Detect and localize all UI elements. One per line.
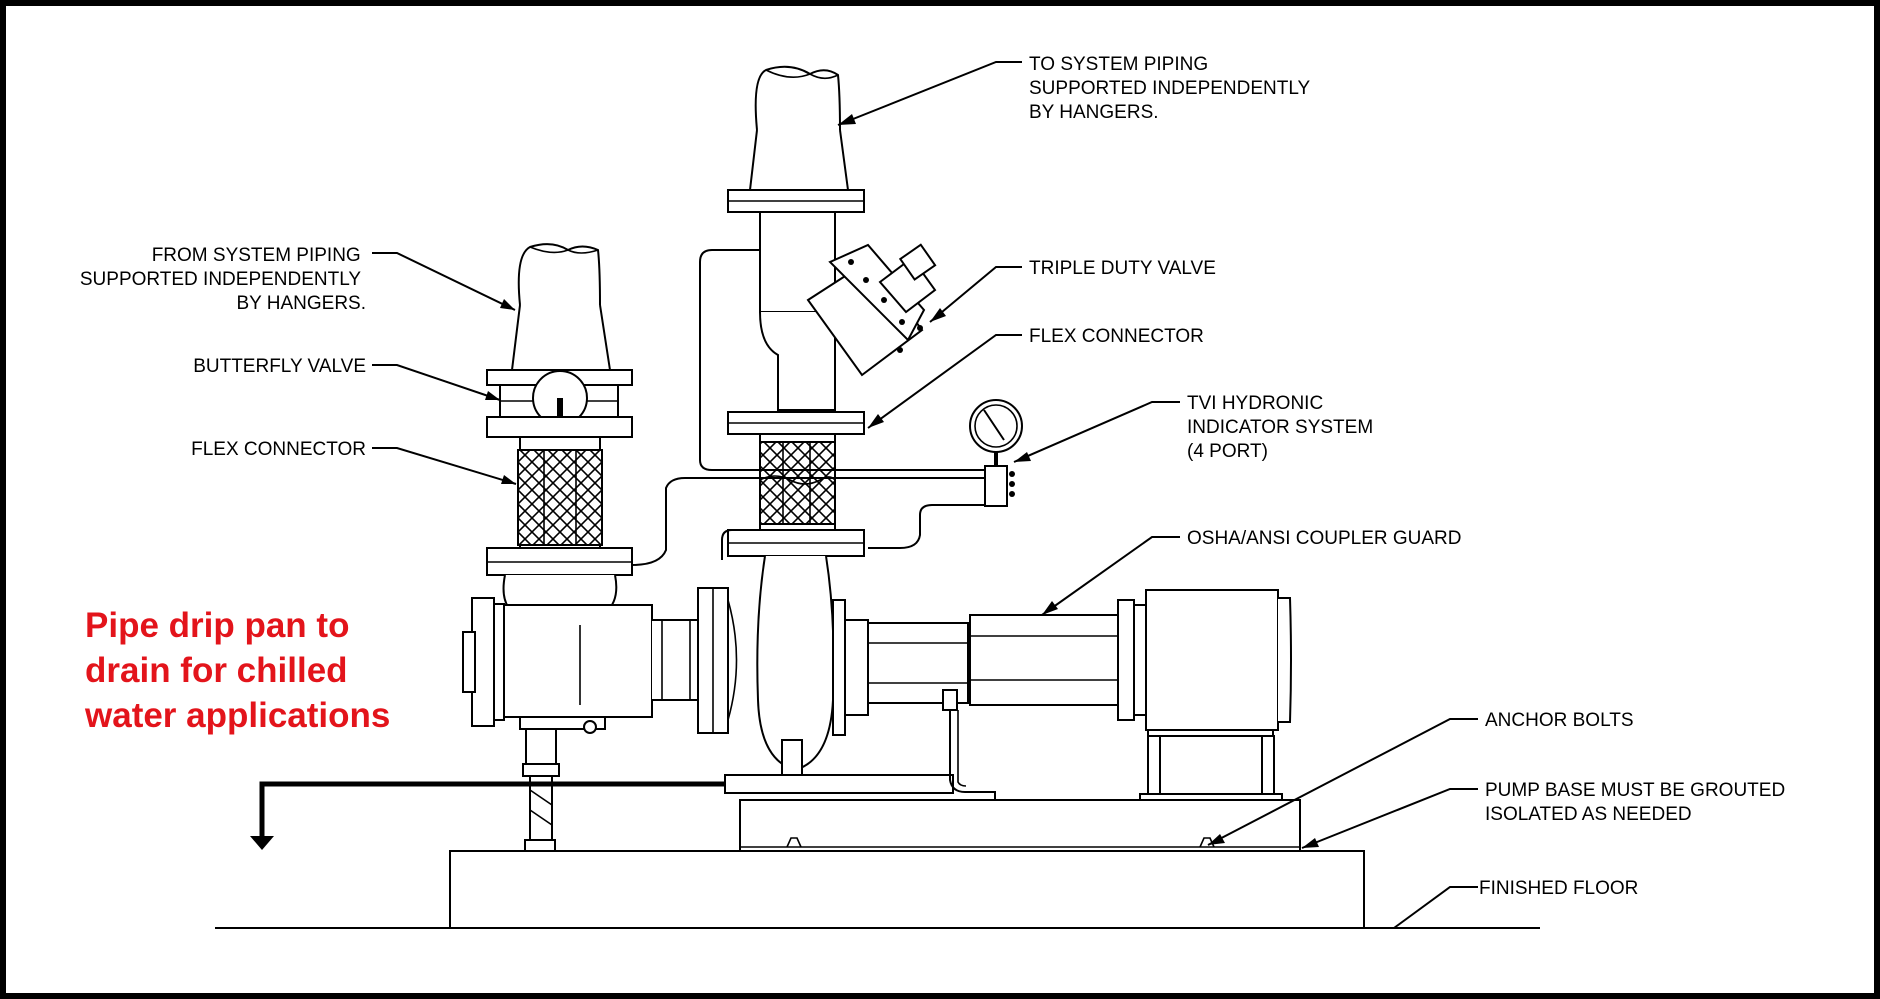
leader-to-system-piping [837,61,1022,126]
leader-hydronic-indicator [1013,401,1180,463]
leader-anchor-bolts [1207,718,1478,846]
label-tvi-hydronic: TVI HYDRONIC INDICATOR SYSTEM (4 PORT) [1187,393,1378,462]
leader-from-system-piping [372,252,516,311]
pump-and-motor [697,555,1292,801]
leader-coupler-guard [1041,536,1180,616]
drip-pan-tray [724,774,954,794]
suction-diffuser-body [503,604,653,718]
label-anchor-bolts: ANCHOR BOLTS [1485,710,1634,731]
tdv-stem-cap [898,243,937,281]
gauge-tube-upper [699,249,985,471]
motor-body [1145,589,1279,731]
flex-connector-left [517,449,603,546]
label-flex-connector-left: FLEX CONNECTOR [191,439,366,460]
label-butterfly-valve: BUTTERFLY VALVE [193,356,366,377]
pump-volute [756,555,835,772]
motor-foot-left [1147,735,1161,795]
support-foot-block [525,728,557,765]
gauge-manifold [984,465,1008,507]
label-from-system-piping: FROM SYSTEM PIPING SUPPORTED INDEPENDENT… [80,245,366,314]
drip-pan-note: Pipe drip pan to drain for chilled water… [84,606,390,735]
motor-foot-right [1261,735,1275,795]
flex-connector-right [759,441,836,525]
drain-line [259,781,725,836]
leader-flex-connector-left [372,447,517,485]
pressure-gauge [969,399,1023,453]
leader-lines [372,61,1478,929]
label-flex-connector-right: FLEX CONNECTOR [1029,326,1204,347]
callout-labels: TO SYSTEM PIPING SUPPORTED INDEPENDENTLY… [80,54,1790,899]
anchor-bolt-left [786,837,802,848]
leader-flex-connector-right [867,334,1022,429]
gauge-tube-discharge [721,529,742,560]
pump-base [739,799,1301,852]
label-to-system-piping: TO SYSTEM PIPING SUPPORTED INDEPENDENTLY… [1029,54,1315,123]
concrete-pad [449,850,1365,929]
leader-butterfly-valve [372,364,501,401]
gauge-tube-lower [868,504,985,549]
hydronic-indicator-system [631,249,1023,566]
leader-finished-floor [1393,886,1478,929]
butterfly-flange-bottom [486,416,633,438]
drip-pan [250,774,954,850]
coupler-guard [969,614,1119,706]
leader-pump-base [1301,788,1478,849]
suction-assembly [462,243,701,852]
leader-triple-duty-valve [929,266,1022,323]
label-pump-base: PUMP BASE MUST BE GROUTED ISOLATED AS NE… [1485,780,1790,825]
label-triple-duty-valve: TRIPLE DUTY VALVE [1029,258,1216,279]
discharge-assembly [727,65,937,557]
label-finished-floor: FINISHED FLOOR [1479,878,1638,899]
label-coupler-guard: OSHA/ANSI COUPLER GUARD [1187,528,1462,549]
floor-and-pad [215,799,1540,929]
gauge-tube-suction [631,477,985,566]
drain-arrow [250,836,274,850]
